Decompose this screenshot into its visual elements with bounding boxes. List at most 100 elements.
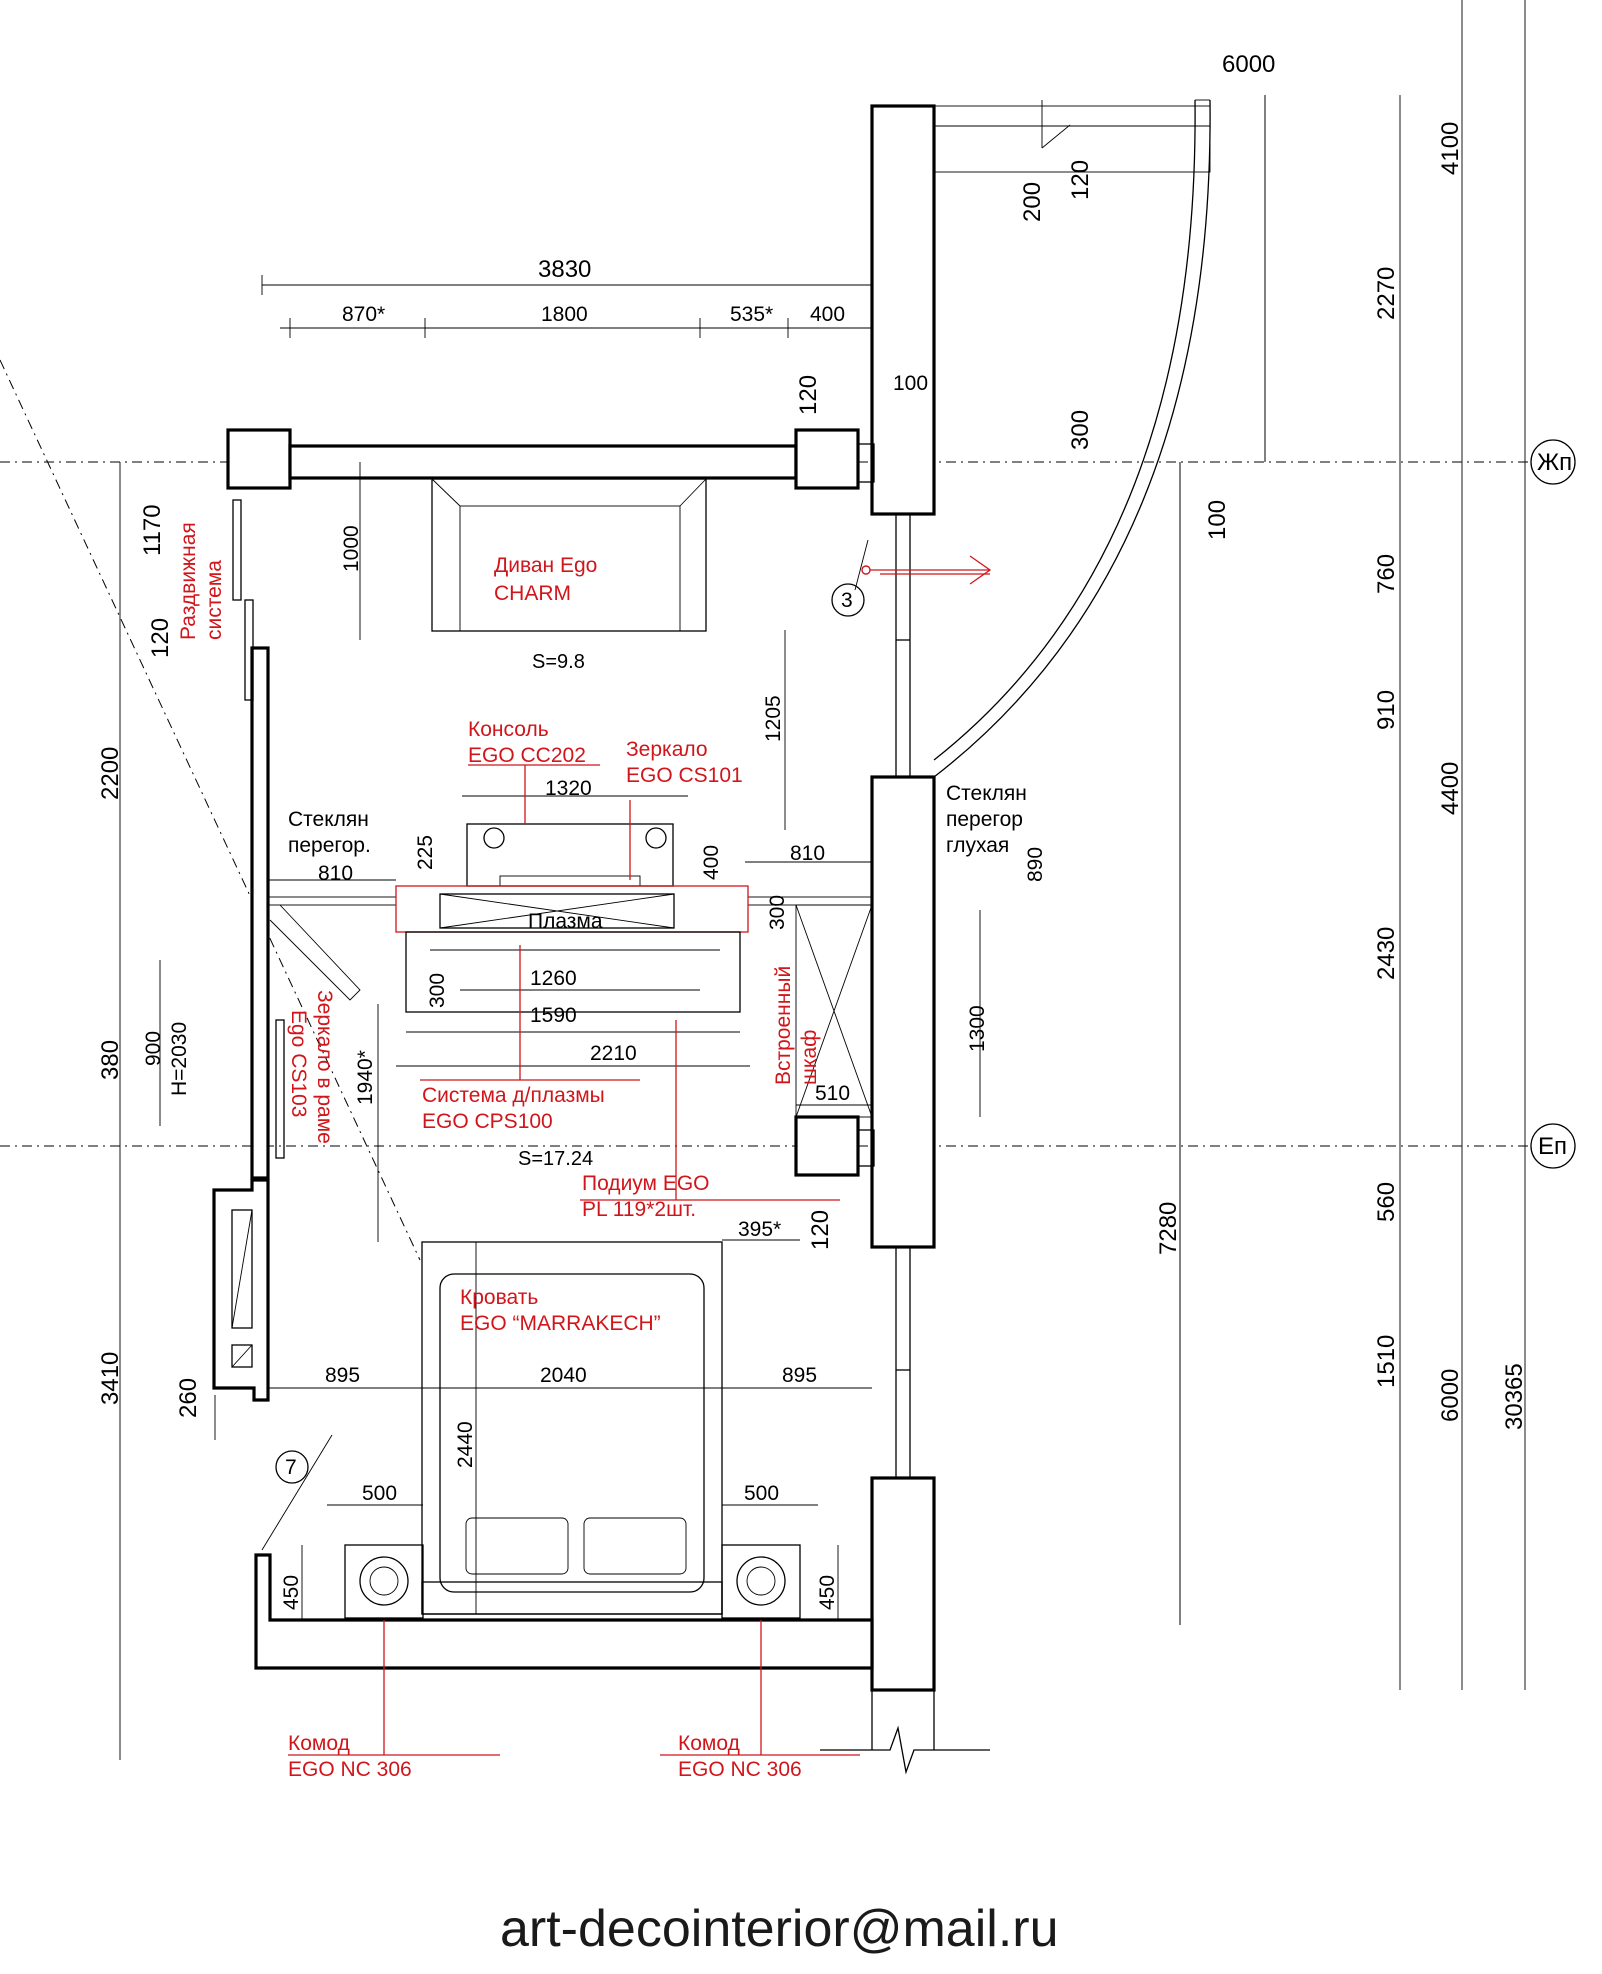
leader-lines (288, 573, 990, 1756)
axis-lines (0, 359, 1530, 1261)
dim-7280: 7280 (1155, 1202, 1182, 1255)
dim-1590: 1590 (530, 1004, 577, 1027)
bed-label-line2: EGO “MARRAKECH” (460, 1312, 661, 1335)
sofa-label-line2: CHARM (494, 582, 571, 605)
sliding-system-label-line1: Раздвижная (177, 522, 200, 640)
dim-200: 200 (1019, 182, 1046, 222)
dim-3410: 3410 (97, 1352, 124, 1405)
callout-bubble-3 (831, 583, 865, 617)
dim-760: 760 (1373, 554, 1400, 594)
mirror-label-line1: Зеркало (626, 738, 708, 761)
dim-120-b: 120 (1067, 160, 1094, 200)
footer-email: art-decointerior@mail.ru (500, 1900, 1059, 1958)
axis-label-zhp: Жп (1537, 449, 1572, 476)
dim-895-l: 895 (325, 1364, 360, 1387)
dim-2040: 2040 (540, 1364, 587, 1387)
balcony-arc (933, 99, 1211, 778)
dim-120-c: 120 (807, 1210, 834, 1250)
dim-260: 260 (175, 1378, 202, 1418)
dim-1510: 1510 (1373, 1335, 1400, 1388)
dim-120-top: 120 (795, 375, 822, 415)
dim-450-l: 450 (280, 1575, 303, 1610)
right-dimension-lines (1179, 0, 1526, 1690)
dim-2440: 2440 (454, 1421, 477, 1468)
dim-3830: 3830 (538, 256, 591, 283)
console-label-line1: Консоль (468, 718, 549, 741)
glass-partition-left-line2: перегор. (288, 834, 371, 857)
dim-100: 100 (893, 372, 928, 395)
dim-500-r: 500 (744, 1482, 779, 1505)
glass-partition-right-line2: перегор (946, 808, 1023, 831)
area-bedroom: S=17.24 (518, 1148, 593, 1170)
sliding-system-label-line2: система (203, 560, 226, 640)
glass-partition-left-line1: Стеклян (288, 808, 369, 831)
dim-120-l: 120 (147, 618, 174, 658)
axis-bubbles (261, 439, 1576, 1551)
dim-910: 910 (1373, 690, 1400, 730)
furniture (344, 478, 801, 1619)
plasma-system-label-line1: Система д/плазмы (422, 1084, 605, 1107)
dim-560: 560 (1373, 1182, 1400, 1222)
mirror-label-line2: EGO CS101 (626, 764, 743, 787)
section-arrow (861, 555, 992, 585)
furniture-labels: Диван Ego CHARM Консоль EGO CC202 Зеркал… (177, 522, 821, 1781)
dim-1000: 1000 (340, 525, 363, 572)
dim-225: 225 (414, 835, 437, 870)
dim-1205: 1205 (762, 695, 785, 742)
dimension-texts: 3830 870* 1800 535* 400 100 120 6000 120… (97, 51, 1528, 1610)
dim-4100: 4100 (1437, 122, 1464, 175)
dim-810-r: 810 (790, 842, 825, 865)
wardrobe-label-line2: шкаф (798, 1030, 821, 1085)
walls (212, 104, 1211, 1775)
axis-texts: Жп Еп 3 7 (285, 449, 1572, 1479)
area-living: S=9.8 (532, 651, 585, 673)
dresser-right-label-line1: Комод (678, 1732, 740, 1755)
plasma-system-label-line2: EGO CPS100 (422, 1110, 553, 1133)
dim-1320: 1320 (545, 777, 592, 800)
sofa-label-line1: Диван Ego (494, 554, 597, 577)
dim-1300: 1300 (966, 1005, 989, 1052)
dim-400: 400 (810, 303, 845, 326)
dim-30365: 30365 (1501, 1363, 1528, 1430)
dim-890: 890 (1024, 847, 1047, 882)
dim-450-r: 450 (816, 1575, 839, 1610)
dim-380: 380 (97, 1040, 124, 1080)
dim-300: 300 (1067, 410, 1094, 450)
dim-4400: 4400 (1437, 762, 1464, 815)
dim-900: 900 (142, 1031, 165, 1066)
dim-1940: 1940* (354, 1050, 377, 1105)
plasma-label: Плазма (528, 910, 603, 933)
dim-1260: 1260 (530, 967, 577, 990)
dimension-lines (119, 95, 1266, 1760)
dim-870: 870* (342, 303, 385, 326)
dim-2200: 2200 (97, 747, 124, 800)
glass-partition-right-line1: Стеклян (946, 782, 1027, 805)
axis-bubble-zhp (1530, 439, 1576, 485)
podium-label-line1: Подиум EGO (582, 1172, 710, 1195)
dim-2430: 2430 (1373, 927, 1400, 980)
glass-partitions (267, 896, 873, 1118)
dim-810-l: 810 (318, 862, 353, 885)
plan-labels: S=9.8 S=17.24 Стеклян перегор. Стеклян п… (288, 651, 1027, 1170)
dim-1170: 1170 (139, 504, 166, 556)
callout-label-7: 7 (285, 1456, 297, 1479)
dim-1800: 1800 (541, 303, 588, 326)
dim-2210: 2210 (590, 1042, 637, 1065)
axis-label-ep: Еп (1538, 1133, 1567, 1160)
wardrobe-label-line1: Встроенный (772, 966, 795, 1085)
callout-label-3: 3 (841, 589, 853, 612)
frame-mirror-label-line1: Зеркало в раме (313, 990, 336, 1144)
dim-6000: 6000 (1437, 1369, 1464, 1422)
dresser-left-label-line2: EGO NC 306 (288, 1758, 412, 1781)
dim-395: 395* (738, 1218, 781, 1241)
dim-300-c: 300 (426, 973, 449, 1008)
frame-mirror-label-line2: Ego CS103 (287, 1010, 310, 1117)
dim-535: 535* (730, 303, 773, 326)
dim-2270: 2270 (1373, 267, 1400, 320)
dim-h2030: H=2030 (168, 1022, 191, 1096)
dim-400-r: 400 (700, 845, 723, 880)
callout-bubble-7 (275, 1450, 309, 1484)
dresser-left-label-line1: Комод (288, 1732, 350, 1755)
